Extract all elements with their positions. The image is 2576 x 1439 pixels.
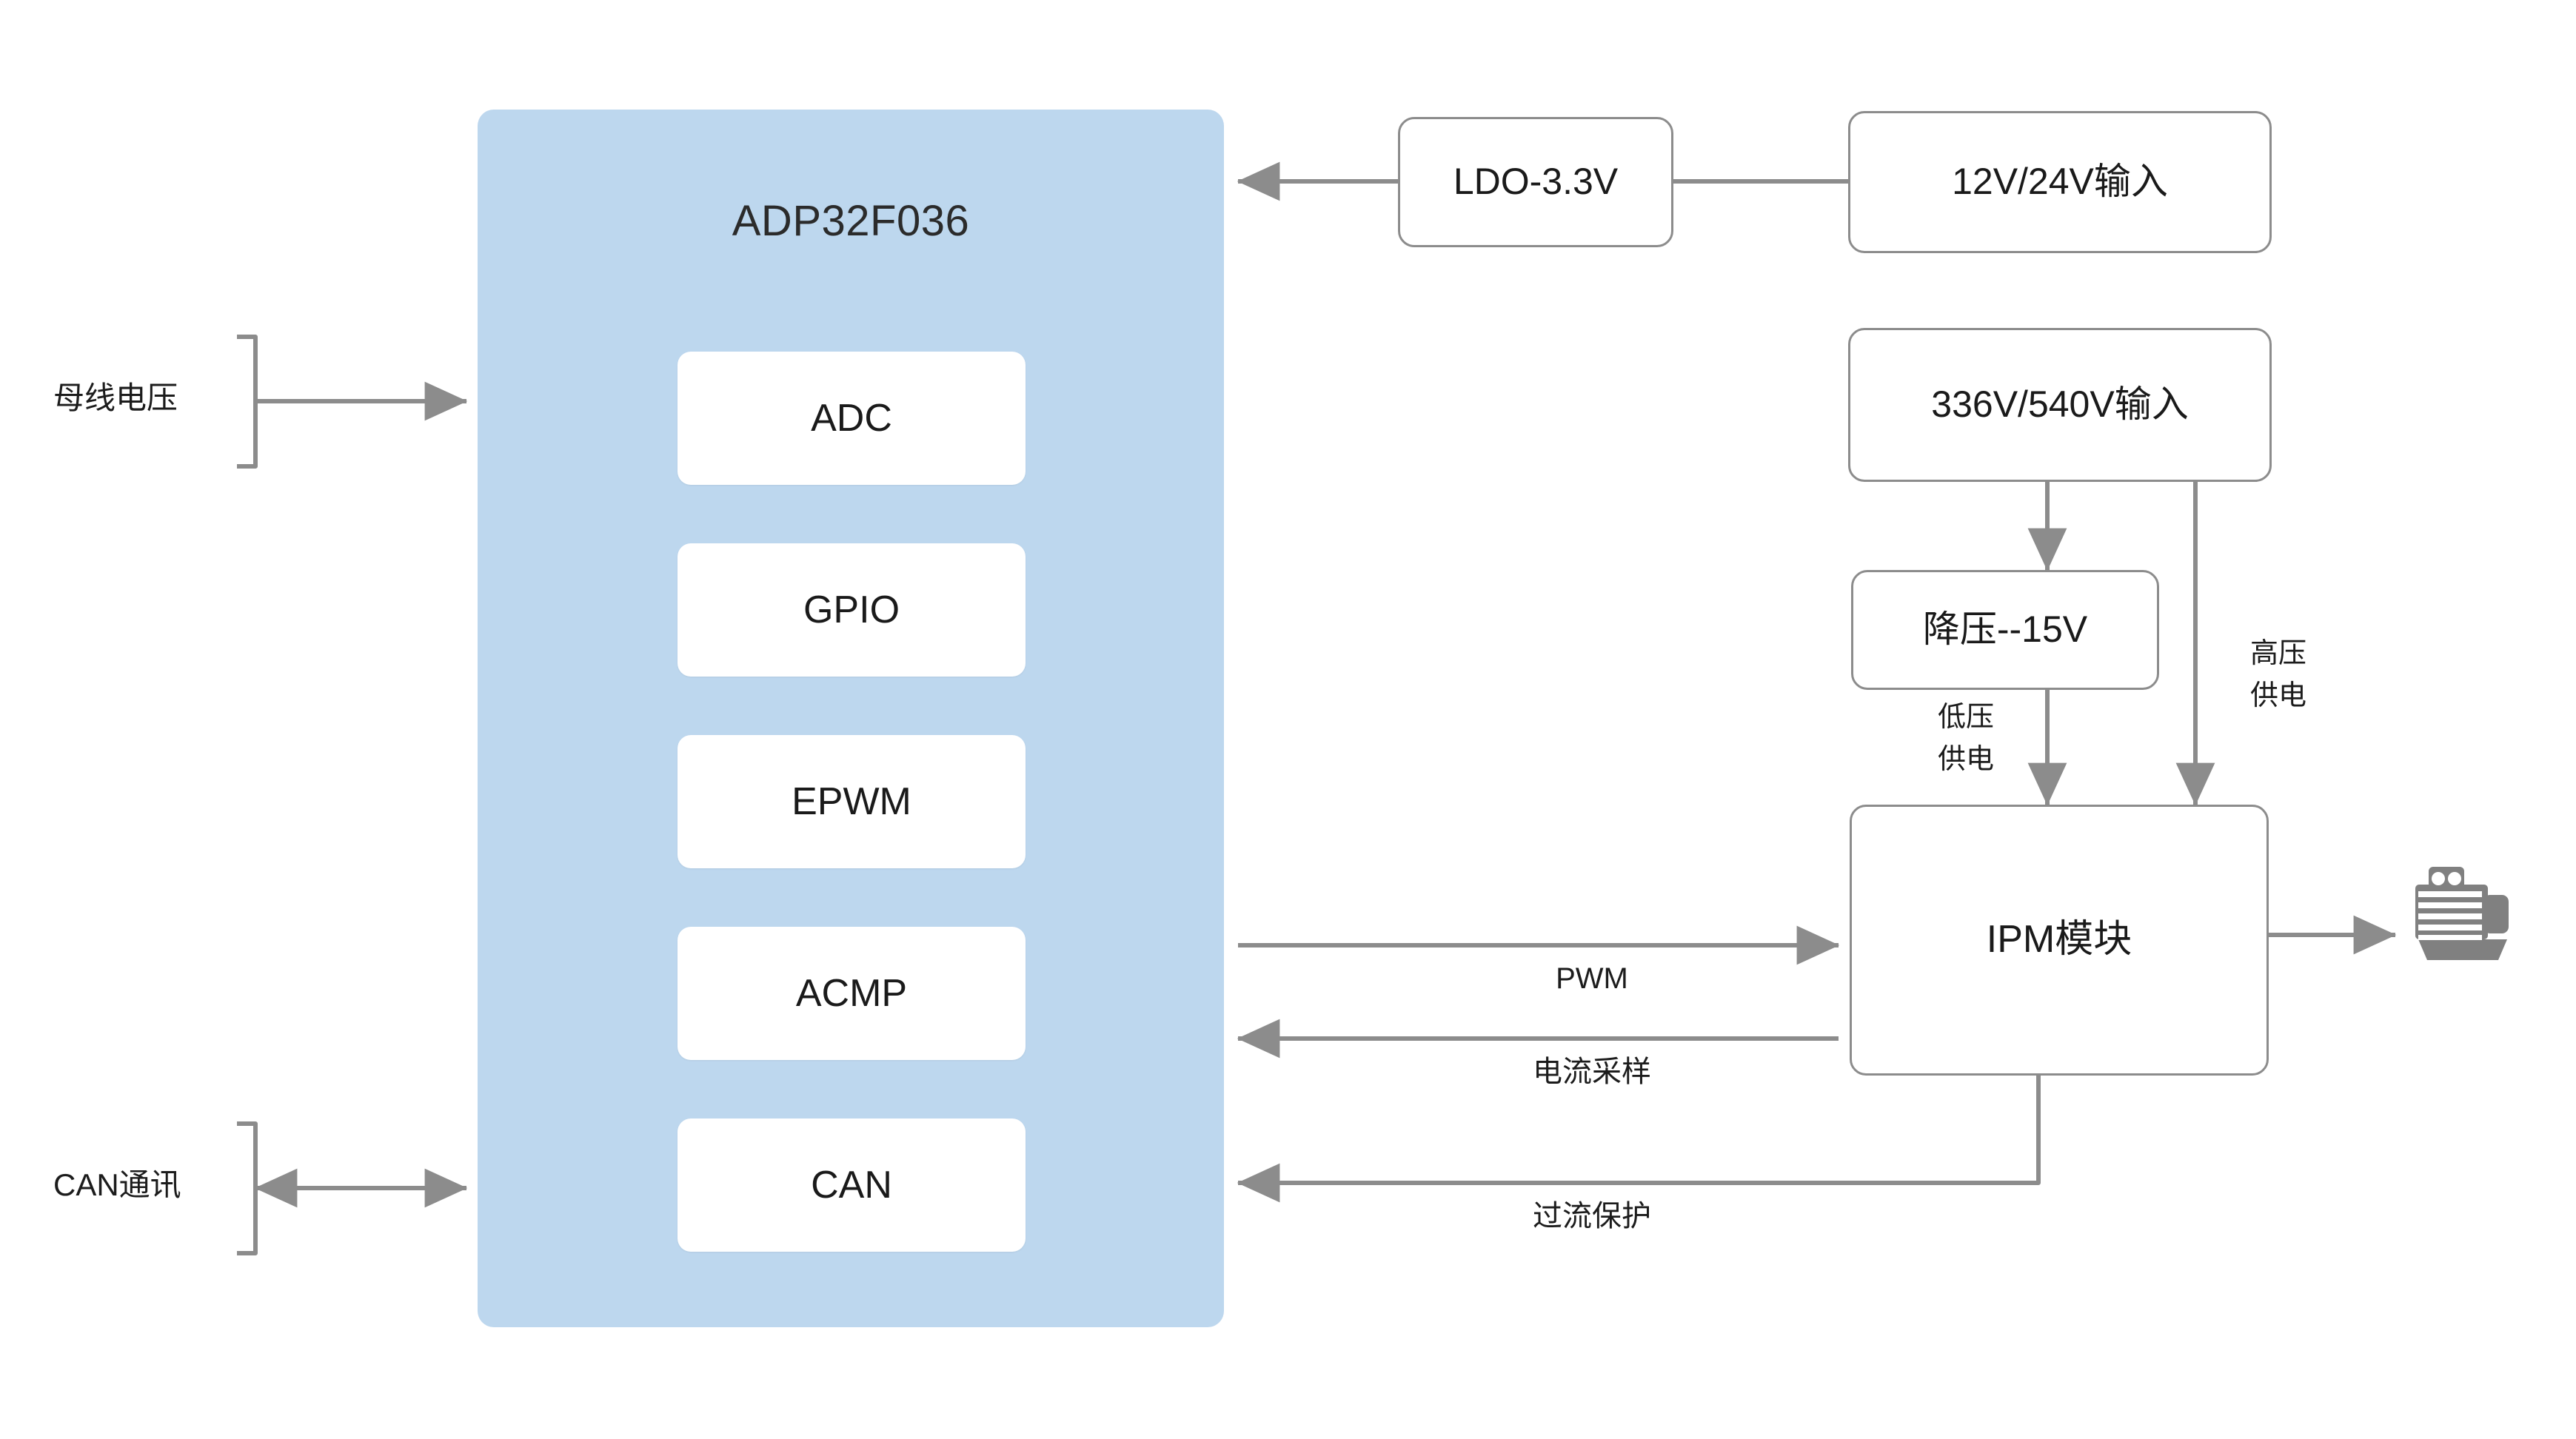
motor-icon	[2415, 861, 2534, 972]
label-overcurrent-protect: 过流保护	[1533, 1200, 1651, 1232]
low-voltage-input-box[interactable]: 12V/24V输入	[1848, 111, 2272, 253]
peripheral-epwm[interactable]: EPWM	[678, 735, 1026, 868]
label-high-voltage-supply-line1: 高压	[2249, 638, 2307, 669]
label-high-voltage-supply-line2: 供电	[2249, 680, 2307, 711]
peripheral-gpio[interactable]: GPIO	[678, 543, 1026, 677]
mcu-title: ADP32F036	[732, 197, 970, 245]
label-can-comm: CAN通讯	[53, 1167, 181, 1202]
ipm-module-box[interactable]: IPM模块	[1850, 805, 2269, 1076]
peripheral-can[interactable]: CAN	[678, 1118, 1026, 1252]
wire-bus-voltage	[237, 335, 468, 469]
label-low-voltage-supply-line2: 供电	[1937, 744, 1995, 775]
buck-converter-box[interactable]: 降压--15V	[1851, 570, 2159, 690]
wire-can-comm	[237, 1121, 468, 1255]
label-current-sample: 电流采样	[1533, 1056, 1651, 1088]
label-low-voltage-supply-line1: 低压	[1937, 702, 1995, 733]
high-voltage-input-box[interactable]: 336V/540V输入	[1848, 328, 2272, 482]
label-bus-voltage: 母线电压	[53, 380, 178, 415]
wire-overcurrent-protect	[1237, 1076, 2041, 1203]
peripheral-acmp[interactable]: ACMP	[678, 927, 1026, 1060]
peripheral-adc[interactable]: ADC	[678, 352, 1026, 485]
label-pwm: PWM	[1556, 962, 1628, 995]
ldo-box[interactable]: LDO-3.3V	[1398, 117, 1673, 247]
